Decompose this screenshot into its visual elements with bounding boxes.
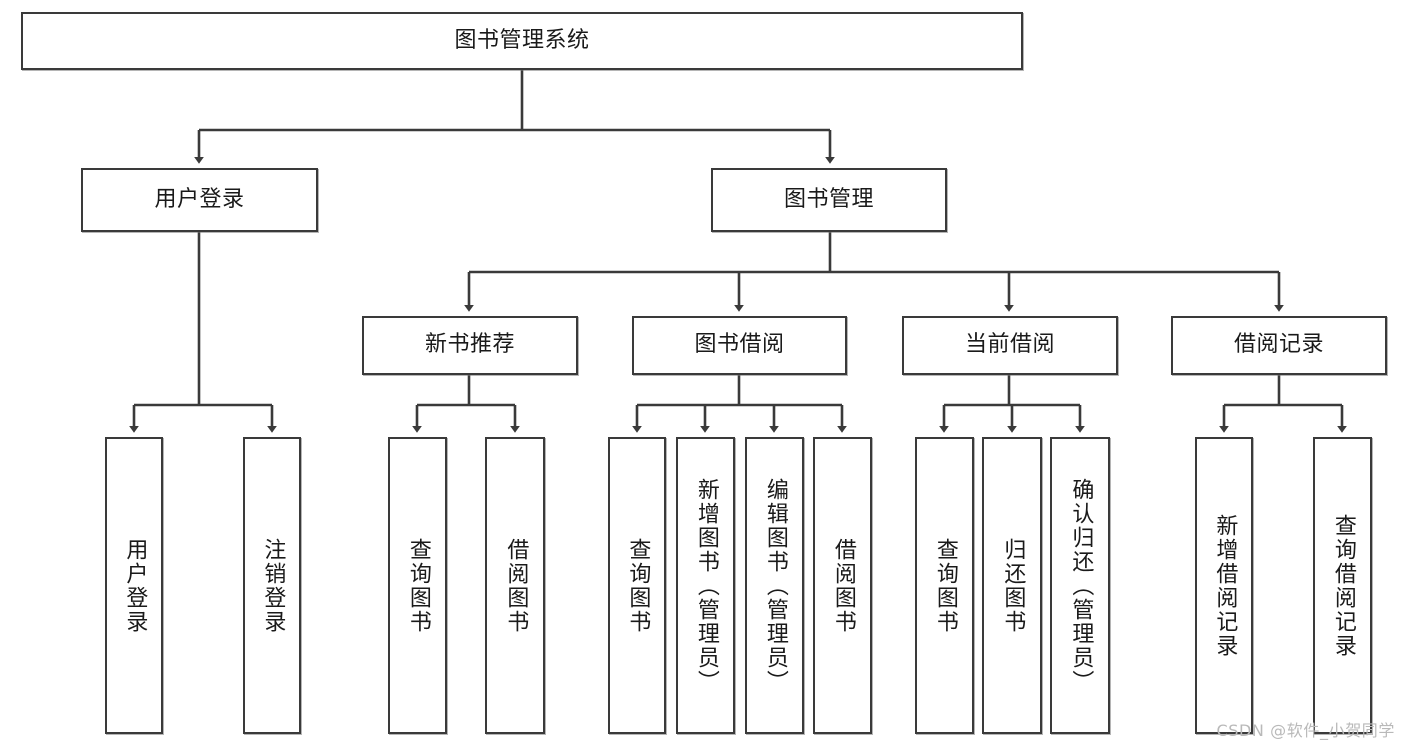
node-label: 确认归还（管理员） [1068, 477, 1094, 694]
leaf-query-book-borrow[interactable]: 查询图书 [608, 437, 666, 734]
leaf-query-book-newbook[interactable]: 查询图书 [388, 437, 447, 734]
leaf-user-login[interactable]: 用户登录 [105, 437, 163, 734]
node-label: 当前借阅 [964, 332, 1055, 358]
node-user-login[interactable]: 用户登录 [81, 168, 318, 232]
leaf-confirm-return-admin[interactable]: 确认归还（管理员） [1050, 437, 1110, 734]
leaf-query-borrow-record[interactable]: 查询借阅记录 [1313, 437, 1372, 734]
node-label: 新增借阅记录 [1212, 513, 1238, 658]
leaf-add-book-admin[interactable]: 新增图书（管理员） [676, 437, 735, 734]
node-label: 查询图书 [625, 537, 651, 634]
node-book-management[interactable]: 图书管理 [711, 168, 947, 232]
node-label: 归还图书 [1000, 537, 1026, 634]
leaf-add-borrow-record[interactable]: 新增借阅记录 [1195, 437, 1253, 734]
node-book-management-system[interactable]: 图书管理系统 [21, 12, 1023, 70]
node-label: 用户登录 [122, 537, 148, 634]
node-book-borrow[interactable]: 图书借阅 [632, 316, 847, 375]
node-borrow-record[interactable]: 借阅记录 [1171, 316, 1387, 375]
node-new-book-recommend[interactable]: 新书推荐 [362, 316, 578, 375]
node-label: 借阅图书 [830, 537, 856, 634]
node-label: 查询借阅记录 [1330, 513, 1356, 658]
node-label: 借阅记录 [1233, 332, 1324, 358]
watermark-text: CSDN @软件_小贺同学 [1216, 721, 1395, 740]
node-label: 编辑图书（管理员） [762, 477, 788, 694]
leaf-edit-book-admin[interactable]: 编辑图书（管理员） [745, 437, 804, 734]
node-label: 新书推荐 [424, 332, 515, 358]
node-label: 查询图书 [932, 537, 958, 634]
leaf-query-book-current[interactable]: 查询图书 [915, 437, 974, 734]
node-label: 新增图书（管理员） [693, 477, 719, 694]
leaf-borrow-book-newbook[interactable]: 借阅图书 [485, 437, 545, 734]
node-label: 借阅图书 [503, 537, 529, 634]
node-label: 图书借阅 [694, 332, 785, 358]
leaf-return-book[interactable]: 归还图书 [982, 437, 1042, 734]
node-current-borrow[interactable]: 当前借阅 [902, 316, 1118, 375]
node-label: 查询图书 [405, 537, 431, 634]
node-label: 图书管理 [783, 186, 874, 212]
node-label: 图书管理系统 [454, 27, 590, 53]
leaf-logout[interactable]: 注销登录 [243, 437, 301, 734]
node-label: 注销登录 [260, 537, 286, 634]
leaf-lend-book[interactable]: 借阅图书 [813, 437, 872, 734]
node-label: 用户登录 [154, 186, 245, 212]
